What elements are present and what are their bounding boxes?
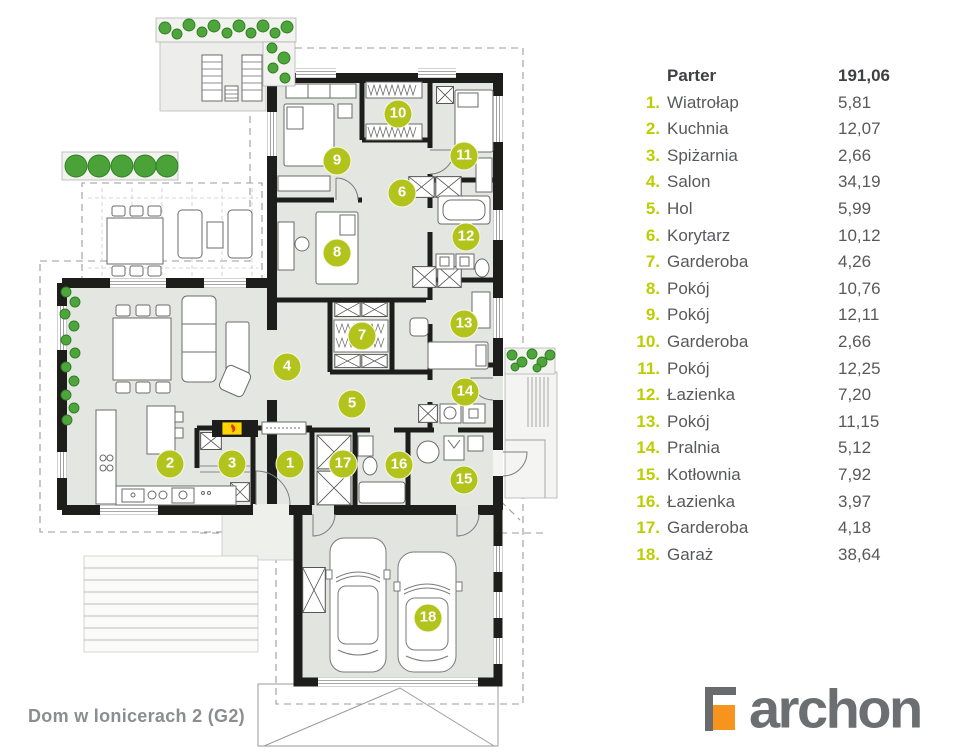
legend: Parter 191,06 1. Wiatrołap 5,81 2. Kuchn… — [618, 63, 908, 568]
legend-row-name: Garderoba — [667, 518, 749, 538]
legend-row-area: 10,12 — [838, 225, 881, 245]
legend-row-number: 17. — [636, 518, 660, 538]
legend-row-area: 12,11 — [838, 305, 880, 325]
legend-row-number: 13. — [636, 411, 660, 431]
plants — [59, 17, 556, 426]
legend-row-number: 6. — [645, 225, 660, 245]
legend-row-area: 10,76 — [838, 278, 881, 298]
legend-row-area: 5,99 — [838, 198, 872, 218]
legend-row-area: 34,19 — [838, 172, 881, 192]
legend-row-name: Garderoba — [667, 252, 749, 272]
legend-row-area: 3,97 — [838, 491, 872, 511]
legend-row-area: 12,25 — [838, 358, 881, 378]
legend-header: Parter 191,06 — [618, 63, 908, 90]
legend-row-area: 5,12 — [838, 438, 872, 458]
archon-logo: archon — [705, 677, 923, 740]
legend-row-name: Pokój — [667, 411, 710, 431]
legend-row-number: 4. — [645, 172, 660, 192]
doormat — [505, 377, 549, 498]
legend-row-number: 7. — [645, 252, 660, 272]
legend-row-name: Garaż — [667, 544, 714, 564]
archon-logo-text: archon — [749, 677, 923, 740]
driveway — [257, 683, 499, 747]
legend-row-name: Pralnia — [667, 438, 720, 458]
legend-row-area: 11,15 — [838, 411, 880, 431]
legend-row-number: 16. — [636, 491, 660, 511]
floor-plan-drawing — [39, 17, 558, 747]
legend-row-number: 9. — [645, 305, 660, 325]
legend-row-area: 4,26 — [838, 252, 872, 272]
legend-row-area: 7,20 — [838, 385, 872, 405]
legend-row-name: Pokój — [667, 305, 710, 325]
legend-row-number: 5. — [645, 198, 660, 218]
archon-logo-icon — [705, 687, 736, 731]
legend-row-name: Spiżarnia — [667, 145, 738, 165]
legend-row-name: Kotłownia — [667, 464, 741, 484]
legend-row-area: 12,07 — [838, 119, 881, 139]
legend-row-name: Garderoba — [667, 331, 749, 351]
legend-rows: 1. Wiatrołap 5,81 2. Kuchnia 12,07 3. Sp… — [618, 90, 908, 569]
fireplace-icon — [212, 420, 258, 437]
legend-row-area: 2,66 — [838, 145, 872, 165]
legend-row-number: 18. — [636, 544, 660, 564]
legend-row-name: Hol — [667, 198, 693, 218]
legend-row-number: 14. — [636, 438, 660, 458]
legend-row-name: Pokój — [667, 358, 710, 378]
legend-row-number: 8. — [645, 278, 660, 298]
plan-title: Dom w lonicerach 2 (G2) — [28, 706, 245, 726]
legend-row-name: Kuchnia — [667, 119, 729, 139]
legend-row-number: 1. — [645, 92, 660, 112]
legend-row-number: 2. — [645, 119, 660, 139]
legend-row-area: 5,81 — [838, 92, 872, 112]
legend-row-name: Łazienka — [667, 491, 736, 511]
legend-row-number: 11. — [637, 358, 660, 378]
legend-row-area: 38,64 — [838, 544, 881, 564]
stairs — [84, 567, 258, 641]
legend-row-name: Salon — [667, 172, 711, 192]
legend-row-number: 12. — [636, 385, 660, 405]
legend-row-number: 10. — [636, 331, 660, 351]
legend-floor-total: 191,06 — [838, 66, 890, 85]
legend-floor-label: Parter — [667, 66, 717, 85]
legend-row-name: Wiatrołap — [667, 92, 739, 112]
legend-row-area: 7,92 — [838, 464, 872, 484]
legend-row-area: 4,18 — [838, 518, 872, 538]
legend-row-name: Łazienka — [667, 385, 736, 405]
legend-row-number: 15. — [636, 464, 660, 484]
legend-header-spacer — [618, 63, 660, 90]
legend-row-name: Pokój — [667, 278, 710, 298]
legend-row-name: Korytarz — [667, 225, 731, 245]
legend-row-area: 2,66 — [838, 331, 872, 351]
legend-row-number: 3. — [645, 145, 660, 165]
furniture — [95, 54, 494, 673]
